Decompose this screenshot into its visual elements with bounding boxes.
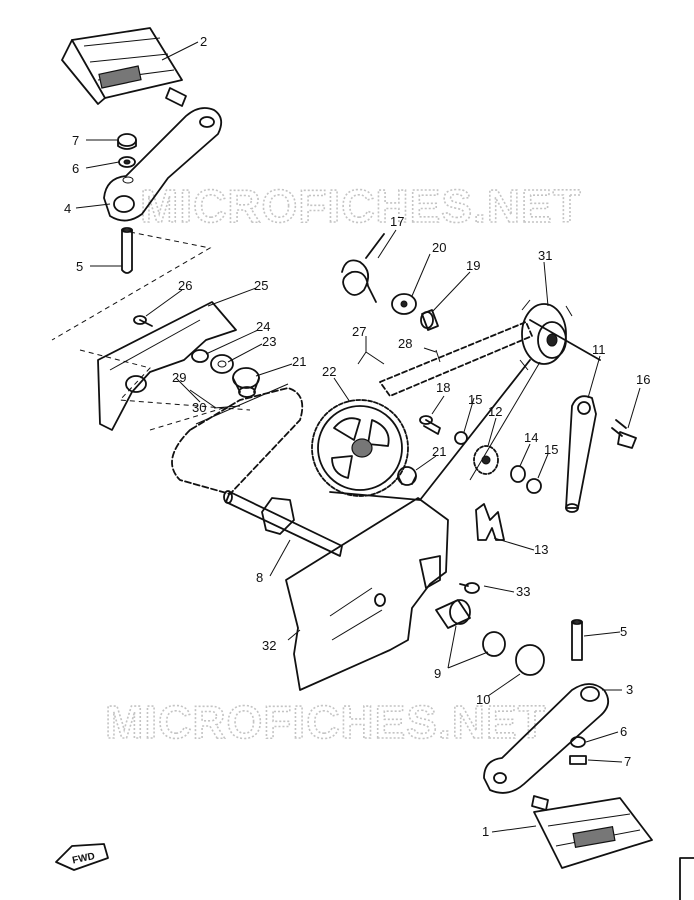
callout-18: 18 <box>436 380 450 395</box>
bolt-33 <box>459 582 480 594</box>
callout-1: 1 <box>482 824 489 839</box>
corner-frame <box>679 857 694 900</box>
callout-6-upper: 6 <box>72 161 79 176</box>
callout-2: 2 <box>200 34 207 49</box>
callout-23: 23 <box>262 334 276 349</box>
washer-15-upper <box>454 431 468 445</box>
bolt-16 <box>611 419 637 449</box>
callout-15-lower: 15 <box>544 442 558 457</box>
callout-25: 25 <box>254 278 268 293</box>
callout-8: 8 <box>256 570 263 585</box>
callout-29: 29 <box>172 370 186 385</box>
watermark-bottom: MICROFICHES.NET <box>105 696 547 748</box>
callout-labels: 2 7 6 4 5 26 25 24 23 21 29 30 17 20 19 … <box>64 34 650 839</box>
spring <box>341 233 385 303</box>
callout-14: 14 <box>524 430 538 445</box>
callout-5-lower: 5 <box>620 624 627 639</box>
callout-12: 12 <box>488 404 502 419</box>
sprocket-main <box>311 399 409 497</box>
bolt-18 <box>419 415 441 435</box>
callout-16: 16 <box>636 372 650 387</box>
bolt-lower <box>571 619 583 661</box>
crank-arm-upper <box>103 107 223 222</box>
chain-lower <box>171 387 304 495</box>
callout-17: 17 <box>390 214 404 229</box>
bushing-14 <box>510 465 526 483</box>
sprocket-small <box>473 445 499 475</box>
chain-guard-upper <box>97 301 237 431</box>
bolt-26 <box>133 315 153 327</box>
callout-21-upper: 21 <box>292 354 306 369</box>
washer-20 <box>391 293 417 315</box>
callout-10: 10 <box>476 692 490 707</box>
pedal-upper <box>61 27 187 107</box>
callout-6-lower: 6 <box>620 724 627 739</box>
spacer-stack-left <box>191 349 260 398</box>
callout-5-upper: 5 <box>76 259 83 274</box>
clip-13 <box>475 503 505 541</box>
callout-31: 31 <box>538 248 552 263</box>
callout-20: 20 <box>432 240 446 255</box>
callout-7-upper: 7 <box>72 133 79 148</box>
washer-nut-lower <box>569 736 587 765</box>
nut-washer-upper <box>117 133 137 168</box>
bushing-19 <box>420 309 439 331</box>
callout-19: 19 <box>466 258 480 273</box>
spacer-21-lower <box>397 466 417 486</box>
callout-15-upper: 15 <box>468 392 482 407</box>
bushings-9 <box>435 599 506 657</box>
callout-24: 24 <box>256 319 270 334</box>
callout-26: 26 <box>178 278 192 293</box>
callout-3: 3 <box>626 682 633 697</box>
callout-11: 11 <box>592 342 606 357</box>
callout-33: 33 <box>516 584 530 599</box>
callout-7-lower: 7 <box>624 754 631 769</box>
callout-4: 4 <box>64 201 71 216</box>
washer-15-lower <box>526 478 542 494</box>
leader-lines <box>75 41 641 833</box>
bolt-upper <box>121 227 133 274</box>
callout-32: 32 <box>262 638 276 653</box>
svg-text:FWD: FWD <box>71 851 96 866</box>
callout-9: 9 <box>434 666 441 681</box>
callout-30: 30 <box>192 400 206 415</box>
callout-21-lower: 21 <box>432 444 446 459</box>
callout-13: 13 <box>534 542 548 557</box>
sprocket-rear <box>519 299 573 371</box>
callout-22: 22 <box>322 364 336 379</box>
shaft <box>223 490 343 557</box>
callout-28: 28 <box>398 336 412 351</box>
bushing-10 <box>515 644 545 676</box>
pedal-lower <box>531 795 653 869</box>
callout-27: 27 <box>352 324 366 339</box>
chain-guard-lower <box>285 497 449 691</box>
idler-arm <box>565 395 597 513</box>
chain-upper <box>379 321 533 397</box>
watermark-top: MICROFICHES.NET <box>140 180 582 232</box>
fwd-direction-marker: FWD <box>55 843 109 871</box>
